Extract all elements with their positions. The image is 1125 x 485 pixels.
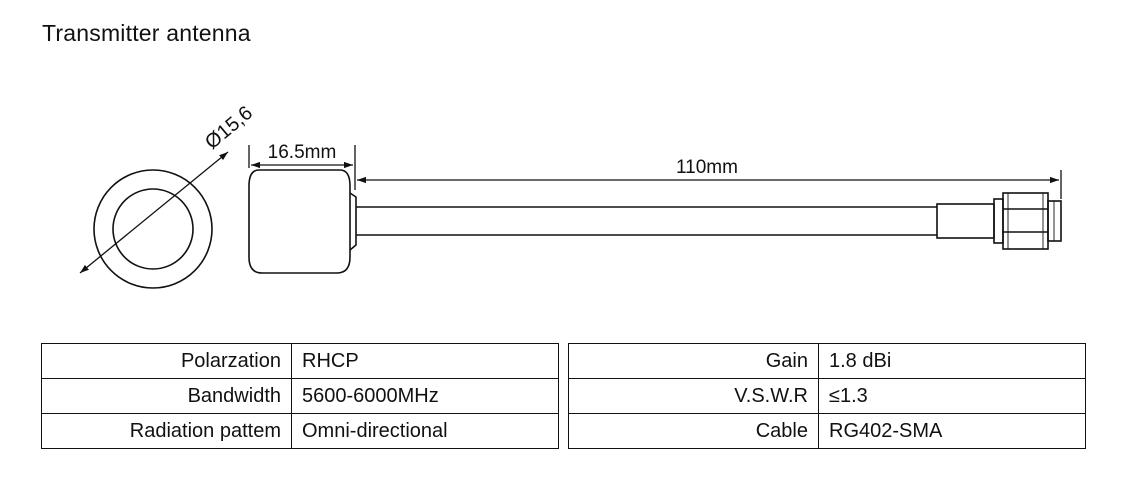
- antenna-side-view: [248, 169, 1062, 274]
- antenna-front-view: [79, 151, 229, 289]
- diagram-title: Transmitter antenna: [42, 20, 251, 46]
- antenna-neck: [349, 192, 357, 251]
- front-outer-circle: [93, 169, 213, 289]
- table-row: Cable RG402-SMA: [568, 413, 1086, 449]
- spec-table-left: Polarzation RHCP Bandwidth 5600-6000MHz …: [41, 343, 559, 449]
- table-row: V.S.W.R ≤1.3: [568, 378, 1086, 414]
- spec-value: RHCP: [291, 343, 559, 379]
- table-row: Gain 1.8 dBi: [568, 343, 1086, 379]
- antenna-cap: [248, 169, 351, 274]
- cap-length-label: 16.5mm: [268, 142, 337, 163]
- sma-hex-nut: [1002, 192, 1049, 250]
- connector-crimp-ring: [993, 198, 1004, 244]
- antenna-drawing: Ø15,6 16.5mm 110mm: [79, 102, 1062, 289]
- spec-label: Radiation pattem: [41, 413, 292, 449]
- table-row: Bandwidth 5600-6000MHz: [41, 378, 559, 414]
- sma-connector-tip: [1047, 200, 1062, 242]
- spec-value: RG402-SMA: [818, 413, 1086, 449]
- spec-value: ≤1.3: [818, 378, 1086, 414]
- spec-label: Cable: [568, 413, 819, 449]
- spec-label: Gain: [568, 343, 819, 379]
- length-dimensions: [248, 145, 1062, 199]
- spec-value: 1.8 dBi: [818, 343, 1086, 379]
- spec-label: Bandwidth: [41, 378, 292, 414]
- cable-length-label: 110mm: [676, 157, 738, 178]
- table-row: Polarzation RHCP: [41, 343, 559, 379]
- spec-label: V.S.W.R: [568, 378, 819, 414]
- spec-label: Polarzation: [41, 343, 292, 379]
- diameter-dimension-line: [79, 151, 229, 274]
- front-inner-circle: [112, 188, 194, 270]
- spec-value: Omni-directional: [291, 413, 559, 449]
- spec-value: 5600-6000MHz: [291, 378, 559, 414]
- table-row: Radiation pattem Omni-directional: [41, 413, 559, 449]
- spec-table-right: Gain 1.8 dBi V.S.W.R ≤1.3 Cable RG402-SM…: [568, 343, 1086, 449]
- connector-ferrule: [936, 203, 995, 239]
